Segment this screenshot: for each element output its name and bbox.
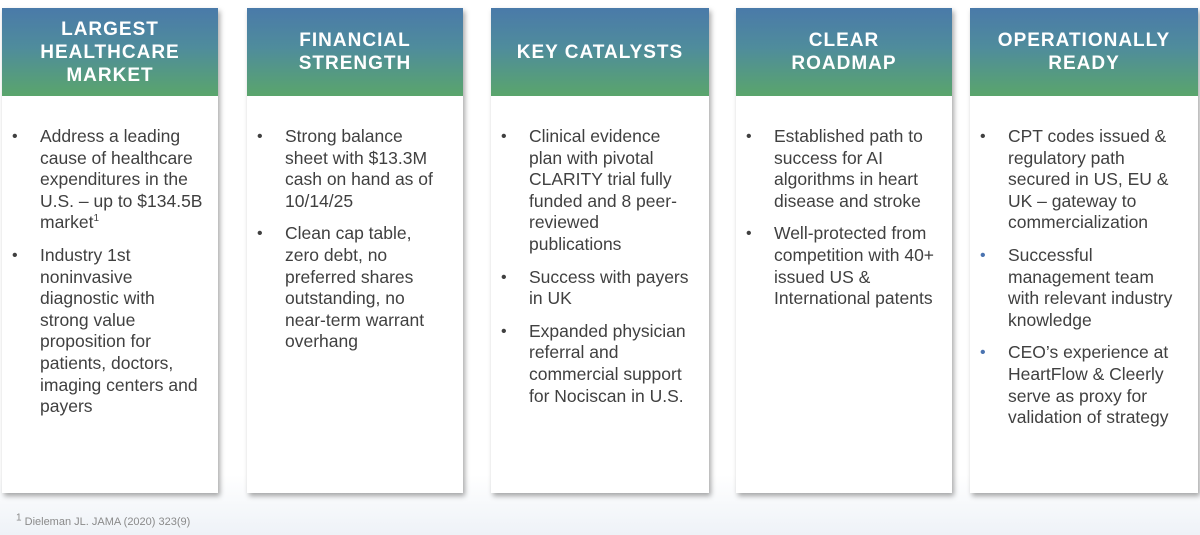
card-header: LARGEST HEALTHCARE MARKET <box>2 8 218 96</box>
card-title: CLEAR ROADMAP <box>791 30 897 74</box>
footnote-marker: 1 <box>93 213 100 225</box>
card-title: KEY CATALYSTS <box>516 41 684 63</box>
bullet-item: Address a leading cause of healthcare ex… <box>12 126 204 234</box>
card-title: LARGEST HEALTHCARE MARKET <box>40 18 180 86</box>
bullet-list: CPT codes issued & regulatory path secur… <box>970 96 1198 429</box>
card-header: CLEAR ROADMAP <box>736 8 952 96</box>
bullet-item: Clinical evidence plan with pivotal CLAR… <box>501 126 695 256</box>
card-header: OPERATIONALLY READY <box>970 8 1198 96</box>
card-financial-strength: FINANCIAL STRENGTH Strong balance sheet … <box>247 8 463 493</box>
bullet-item: CEO’s experience at HeartFlow & Cleerly … <box>980 342 1184 428</box>
bullet-item: Industry 1st noninvasive diagnostic with… <box>12 245 204 418</box>
bullet-item: Established path to success for AI algor… <box>746 126 938 212</box>
bullet-item: Strong balance sheet with $13.3M cash on… <box>257 126 449 212</box>
footnote-mark: 1 <box>16 512 22 524</box>
bullet-item: Well-protected from competition with 40+… <box>746 223 938 309</box>
card-header: FINANCIAL STRENGTH <box>247 8 463 96</box>
card-title: OPERATIONALLY READY <box>997 30 1171 74</box>
card-header: KEY CATALYSTS <box>491 8 709 96</box>
bullet-item: Successful management team with relevant… <box>980 245 1184 331</box>
bullet-list: Strong balance sheet with $13.3M cash on… <box>247 96 463 353</box>
footnote-text: Dieleman JL. JAMA (2020) 323(9) <box>21 516 191 528</box>
bullet-list: Established path to success for AI algor… <box>736 96 952 310</box>
card-operationally-ready: OPERATIONALLY READY CPT codes issued & r… <box>970 8 1198 493</box>
card-clear-roadmap: CLEAR ROADMAP Established path to succes… <box>736 8 952 493</box>
bullet-list: Address a leading cause of healthcare ex… <box>2 96 218 418</box>
bullet-item: CPT codes issued & regulatory path secur… <box>980 126 1184 234</box>
card-key-catalysts: KEY CATALYSTS Clinical evidence plan wit… <box>491 8 709 493</box>
bullet-list: Clinical evidence plan with pivotal CLAR… <box>491 96 709 407</box>
bullet-item: Expanded physician referral and commerci… <box>501 321 695 407</box>
bullet-item: Success with payers in UK <box>501 267 695 310</box>
card-title: FINANCIAL STRENGTH <box>298 30 412 74</box>
bullet-item: Clean cap table, zero debt, no preferred… <box>257 223 449 353</box>
card-largest-healthcare-market: LARGEST HEALTHCARE MARKET Address a lead… <box>2 8 218 493</box>
footnote: 1 Dieleman JL. JAMA (2020) 323(9) <box>16 513 191 528</box>
